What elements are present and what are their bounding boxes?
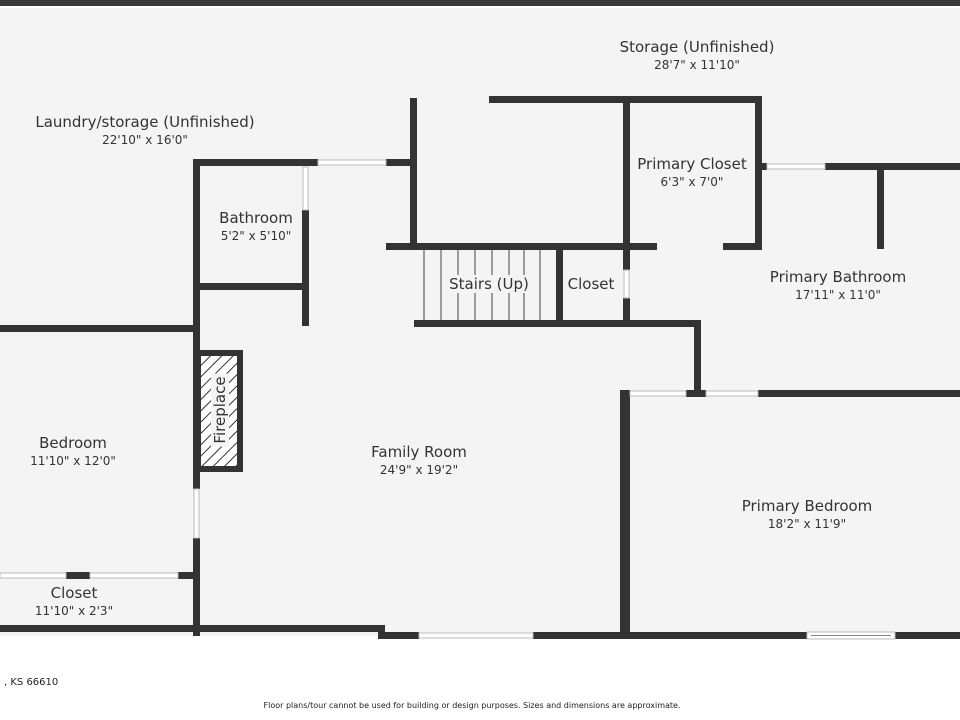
wall — [302, 210, 309, 326]
opening — [766, 163, 826, 170]
room-laundry-dim: 22'10" x 16'0" — [102, 133, 188, 147]
wall — [0, 625, 385, 632]
room-closet-small-name: Closet — [567, 275, 615, 293]
room-primary-closet-name: Primary Closet — [637, 155, 747, 173]
opening — [418, 632, 534, 639]
wall — [193, 159, 318, 166]
wall — [66, 572, 90, 579]
wall — [877, 163, 884, 249]
address-text: , KS 66610 — [4, 677, 59, 688]
walls — [0, 96, 960, 639]
room-bedroom-dim: 11'10" x 12'0" — [30, 454, 116, 468]
wall — [694, 320, 701, 397]
room-laundry-name: Laundry/storage (Unfinished) — [35, 113, 255, 131]
room-bathroom-name: Bathroom — [219, 209, 293, 227]
wall — [556, 243, 563, 327]
wall — [686, 390, 706, 397]
room-bathroom-dim: 5'2" x 5'10" — [220, 229, 292, 243]
wall — [378, 632, 419, 639]
wall — [623, 98, 630, 270]
room-primary-closet-dim: 6'3" x 7'0" — [660, 175, 724, 189]
wall — [755, 96, 762, 250]
room-closet-bedroom-name: Closet — [50, 584, 98, 602]
room-primary-bathroom-dim: 17'11" x 11'0" — [795, 288, 881, 302]
wall — [723, 243, 762, 250]
wall — [533, 632, 807, 639]
wall — [410, 98, 417, 246]
wall — [620, 390, 630, 397]
wall — [895, 632, 960, 639]
opening — [623, 269, 630, 299]
wall — [0, 325, 197, 332]
room-family-room-name: Family Room — [371, 443, 467, 461]
wall — [193, 538, 200, 636]
wall — [623, 298, 630, 327]
room-stairs-name: Stairs (Up) — [447, 275, 531, 293]
opening — [89, 572, 179, 579]
fireplace-label: Fireplace — [211, 373, 229, 447]
wall — [193, 159, 200, 489]
wall — [825, 163, 960, 170]
room-closet-bedroom-dim: 11'10" x 2'3" — [34, 604, 114, 618]
room-bedroom-name: Bedroom — [39, 434, 107, 452]
opening — [0, 572, 67, 579]
wall — [178, 572, 198, 579]
room-storage-name: Storage (Unfinished) — [619, 38, 775, 56]
disclaimer-text: Floor plans/tour cannot be used for buil… — [263, 701, 681, 710]
room-primary-bedroom-name: Primary Bedroom — [741, 497, 873, 515]
wall — [489, 96, 762, 103]
openings — [0, 159, 896, 640]
opening — [705, 390, 759, 397]
top-border — [0, 0, 960, 6]
wall — [386, 243, 657, 250]
opening — [317, 159, 387, 166]
wall — [620, 390, 630, 636]
room-family-room-dim: 24'9" x 19'2" — [379, 463, 459, 477]
opening — [629, 390, 687, 397]
room-primary-bathroom-name: Primary Bathroom — [769, 268, 907, 286]
opening — [302, 166, 309, 211]
wall — [758, 390, 960, 397]
room-primary-bedroom-dim: 18'2" x 11'9" — [767, 517, 847, 531]
opening — [193, 488, 200, 539]
wall — [386, 159, 417, 166]
wall — [755, 163, 767, 170]
wall — [198, 283, 309, 290]
room-storage-dim: 28'7" x 11'10" — [654, 58, 740, 72]
